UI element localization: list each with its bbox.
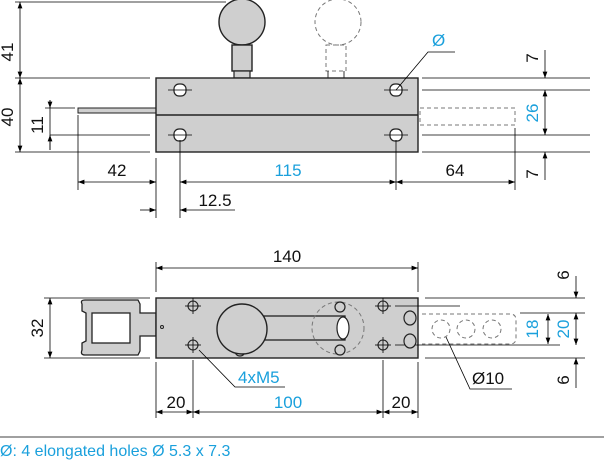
dim-100: 100 bbox=[274, 393, 302, 412]
dim-12-5: 12.5 bbox=[198, 191, 231, 210]
dim-40: 40 bbox=[0, 108, 17, 127]
dim-7-bottom: 7 bbox=[523, 169, 542, 178]
knob bbox=[218, 0, 266, 46]
dim-32: 32 bbox=[28, 319, 47, 338]
top-view: Ø 41 40 11 42 115 64 12.5 7 26 7 bbox=[0, 0, 590, 218]
dim-6-top: 6 bbox=[554, 270, 573, 279]
dim-20-right: 20 bbox=[392, 393, 411, 412]
dim-26: 26 bbox=[523, 104, 542, 123]
knob-base bbox=[216, 303, 268, 355]
dim-18: 18 bbox=[523, 320, 542, 339]
dim-140: 140 bbox=[273, 247, 301, 266]
dim-41: 41 bbox=[0, 43, 17, 62]
dim-7-top: 7 bbox=[523, 53, 542, 62]
dim-6-bottom: 6 bbox=[554, 375, 573, 384]
screw-callout: 4xM5 bbox=[238, 368, 280, 387]
dim-11: 11 bbox=[28, 116, 47, 134]
dim-20-left: 20 bbox=[167, 393, 186, 412]
dim-115: 115 bbox=[274, 161, 301, 180]
dim-20-bolt: 20 bbox=[554, 320, 573, 339]
knob-alt-position bbox=[314, 0, 362, 46]
hole-callout: Ø bbox=[432, 31, 445, 50]
dim-42: 42 bbox=[108, 161, 127, 180]
bolt-hole-callout: Ø10 bbox=[472, 369, 504, 388]
dim-64: 64 bbox=[446, 161, 465, 180]
bottom-view: 140 32 bbox=[28, 247, 585, 418]
footnote: Ø: 4 elongated holes Ø 5.3 x 7.3 bbox=[0, 443, 230, 460]
